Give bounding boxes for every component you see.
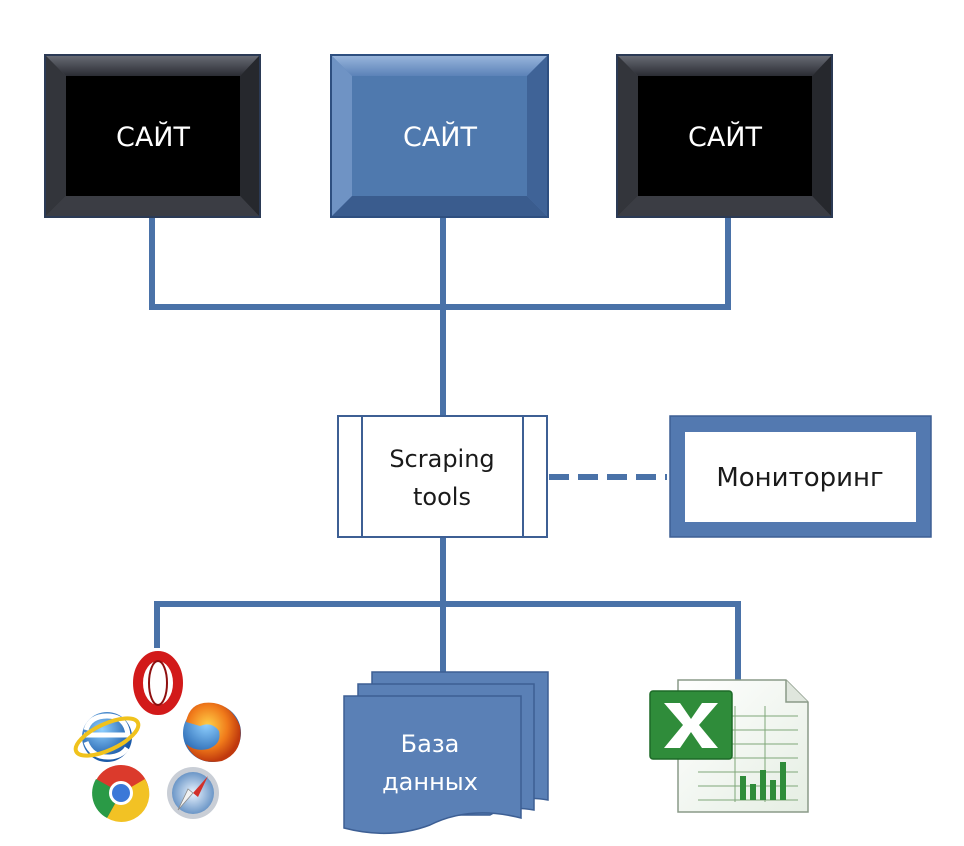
database-line1: База bbox=[401, 730, 460, 758]
safari-icon bbox=[167, 767, 219, 819]
database-icon: База данных bbox=[343, 671, 549, 835]
firefox-icon bbox=[183, 702, 241, 762]
connector-site-left bbox=[149, 217, 443, 310]
monitoring-label: Мониторинг bbox=[716, 463, 883, 493]
site-label-3: САЙТ bbox=[688, 121, 763, 153]
opera-icon bbox=[133, 651, 183, 715]
site-box-1: САЙТ bbox=[44, 54, 261, 218]
scraping-tools-line2: tools bbox=[413, 483, 471, 511]
browsers-cluster bbox=[73, 651, 241, 822]
internet-explorer-icon bbox=[73, 712, 141, 762]
scraping-tools-line1: Scraping bbox=[389, 445, 494, 473]
scraping-tools-box: Scraping tools bbox=[337, 415, 548, 538]
database-line2: данных bbox=[382, 768, 478, 796]
site-label-2: САЙТ bbox=[403, 121, 478, 153]
connector-output-bus bbox=[154, 601, 741, 680]
excel-icon bbox=[649, 679, 809, 813]
site-box-2: САЙТ bbox=[330, 54, 549, 218]
chrome-icon bbox=[92, 765, 150, 822]
connector-site-right bbox=[443, 217, 731, 310]
site-box-3: САЙТ bbox=[616, 54, 833, 218]
monitoring-box: Мониторинг bbox=[669, 415, 932, 538]
site-label-1: САЙТ bbox=[116, 121, 191, 153]
connectors bbox=[149, 217, 741, 680]
